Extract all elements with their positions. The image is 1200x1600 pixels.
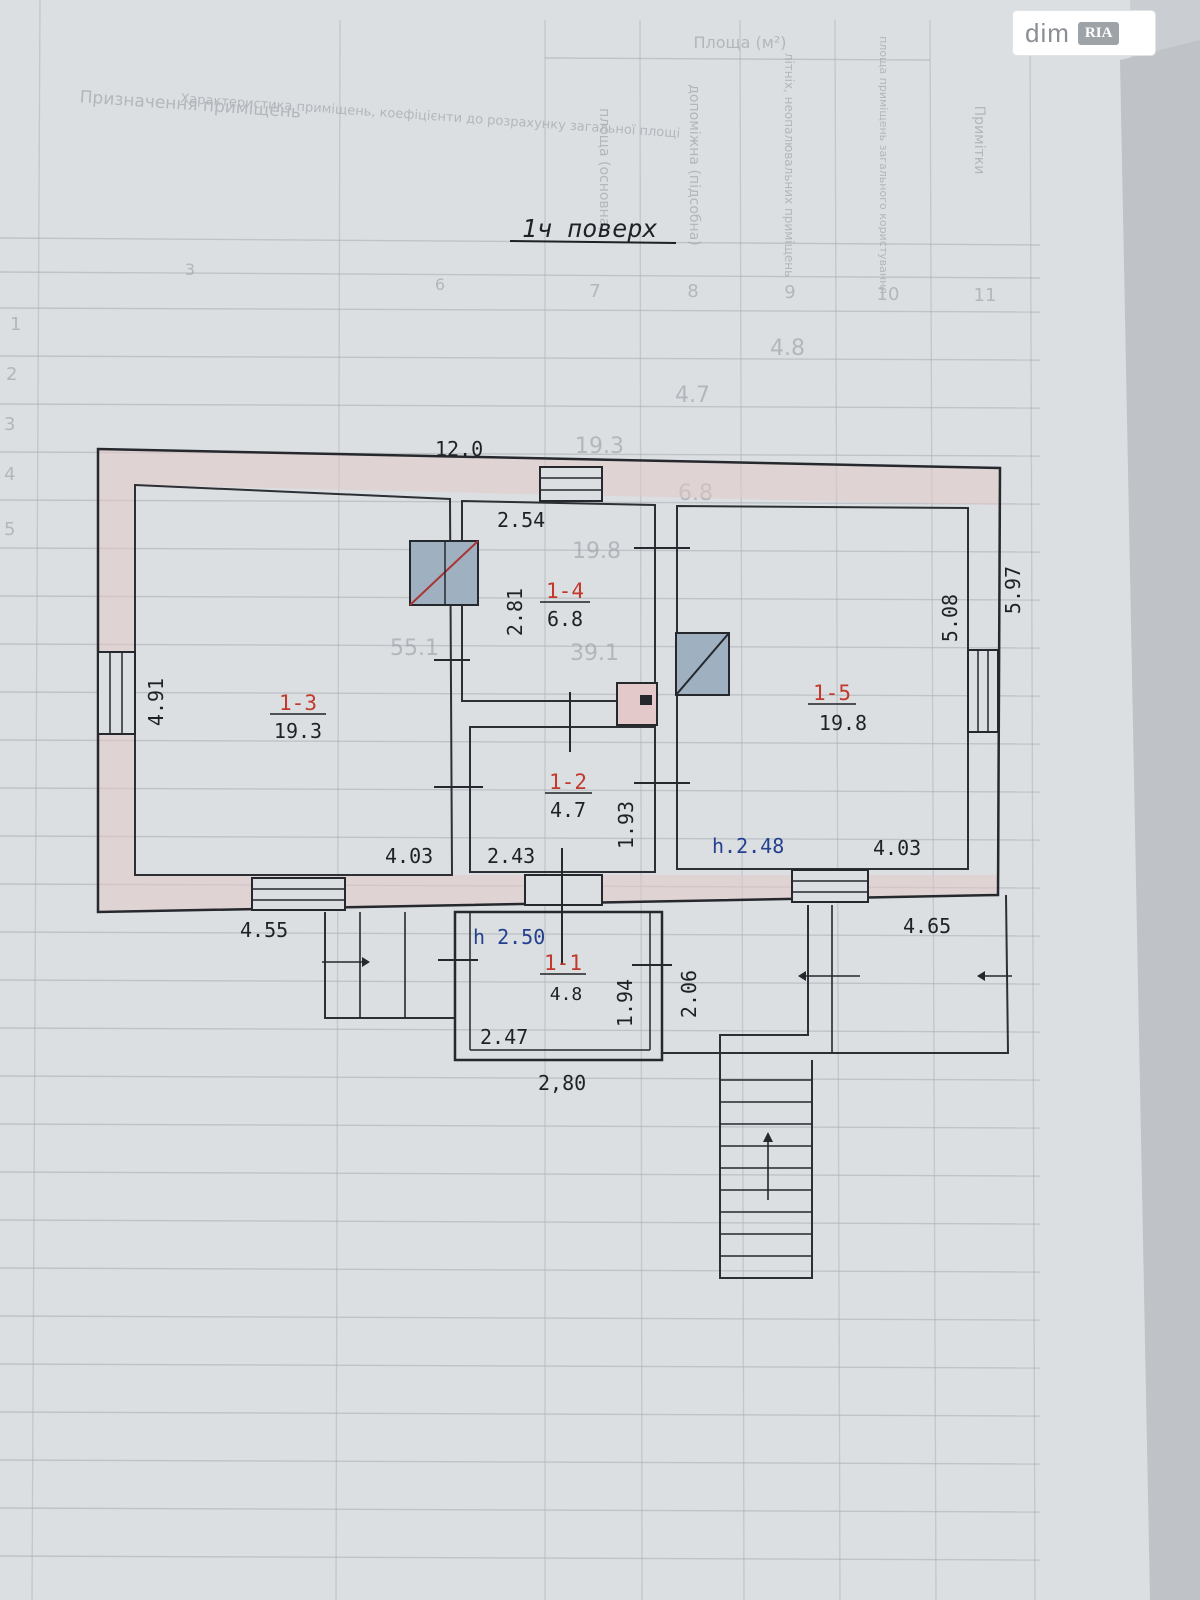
room-1-5: 1-5 19.8 <box>808 681 867 735</box>
table-col-summer: літніх, неопалювальних приміщень <box>782 53 796 277</box>
dim-bottom-right: 4.65 <box>903 914 951 938</box>
table-colnum-9: 9 <box>784 282 795 303</box>
table-rownum-1: 1 <box>10 314 21 335</box>
dim-bottom-left: 4.55 <box>240 918 288 942</box>
table-rownum-3: 3 <box>4 414 15 435</box>
ceiling-height-right: h.2.48 <box>712 834 784 858</box>
room-area: 19.3 <box>274 719 322 743</box>
floor-title-group: 1ч поверх <box>509 214 677 244</box>
table-rownum-5: 5 <box>4 519 15 540</box>
dim-overall-right: 5.97 <box>1001 566 1025 614</box>
stairs <box>720 1079 812 1257</box>
room-id: 1-3 <box>279 691 317 715</box>
table-col-aux: допоміжна (підсобна) <box>686 84 702 246</box>
dim-room1-height: 1.94 <box>613 979 637 1027</box>
table-colnum-11: 11 <box>974 285 997 306</box>
table-val-3: 19.3 <box>575 434 624 459</box>
table-col-main: площа (основна) <box>596 108 612 232</box>
dimension-labels: 12.0 5.97 4.55 4.65 2,80 4.91 4.03 2.54 … <box>144 437 1025 1095</box>
dim-ria-watermark: dim RIA <box>1013 11 1155 55</box>
table-rownum-4: 4 <box>4 464 15 485</box>
table-area-header: Площа (м²) <box>694 33 787 52</box>
watermark-badge: RIA <box>1077 21 1120 45</box>
stove-icon <box>675 632 730 696</box>
table-val-7: 55.1 <box>390 636 439 661</box>
room-labels: 1-3 19.3 1-4 6.8 1-2 4.7 1-5 19.8 1-1 4.… <box>270 579 867 1005</box>
room-1-4: 1-4 6.8 <box>540 579 590 631</box>
dim-room5-width: 4.03 <box>873 836 921 860</box>
dim-room2-height: 1.93 <box>614 801 638 849</box>
room-area: 6.8 <box>547 607 583 631</box>
porch-structures <box>322 894 1012 1279</box>
paper-sheet <box>0 0 1160 1600</box>
chimney-icon <box>616 682 658 726</box>
table-colnum-10: 10 <box>877 284 900 305</box>
table-colnum-6: 6 <box>435 275 445 294</box>
dim-room3-height: 4.91 <box>144 678 168 726</box>
ceiling-height-main: h 2.50 <box>473 925 545 949</box>
building-walls <box>96 447 1002 965</box>
dim-room4-width: 2.54 <box>497 508 545 532</box>
room-area: 4.8 <box>550 984 583 1005</box>
room-1-3: 1-3 19.3 <box>270 691 326 743</box>
dim-room4-height: 2.81 <box>503 588 527 636</box>
table-colnum-8: 8 <box>687 281 698 302</box>
room-id: 1-5 <box>813 681 851 705</box>
arrow-up-icon <box>763 1132 773 1142</box>
dim-porch-bottom: 2,80 <box>538 1071 586 1095</box>
dim-porch-height: 2.06 <box>677 970 701 1018</box>
table-val-2: 4.7 <box>675 383 710 408</box>
room-area: 19.8 <box>819 711 867 735</box>
table-col-notes: Примітки <box>971 106 987 175</box>
room-1-1: 1-1 4.8 <box>540 951 586 1005</box>
watermark-text: dim <box>1025 17 1070 48</box>
table-col-common: площа приміщень загального користування <box>877 36 890 294</box>
dim-room2-width: 2.43 <box>487 844 535 868</box>
dim-room3-width: 4.03 <box>385 844 433 868</box>
room-id: 1-4 <box>546 579 584 603</box>
dim-room5-height: 5.08 <box>938 594 962 642</box>
room-id: 1-1 <box>544 951 582 975</box>
room-1-2: 1-2 4.7 <box>545 770 592 822</box>
table-colnum-7: 7 <box>589 281 600 302</box>
dim-room1-width: 2.47 <box>480 1025 528 1049</box>
room-id: 1-2 <box>549 770 587 794</box>
dim-overall-top: 12.0 <box>435 437 483 461</box>
table-colnum-3: 3 <box>185 260 195 279</box>
table-rownum-2: 2 <box>6 364 17 385</box>
table-val-5: 19.8 <box>572 539 621 564</box>
table-val-6: 39.1 <box>570 641 619 666</box>
table-val-1: 4.8 <box>770 336 805 361</box>
stove-icon <box>409 540 479 606</box>
floor-title: 1ч поверх <box>522 214 657 243</box>
room-area: 4.7 <box>550 798 586 822</box>
